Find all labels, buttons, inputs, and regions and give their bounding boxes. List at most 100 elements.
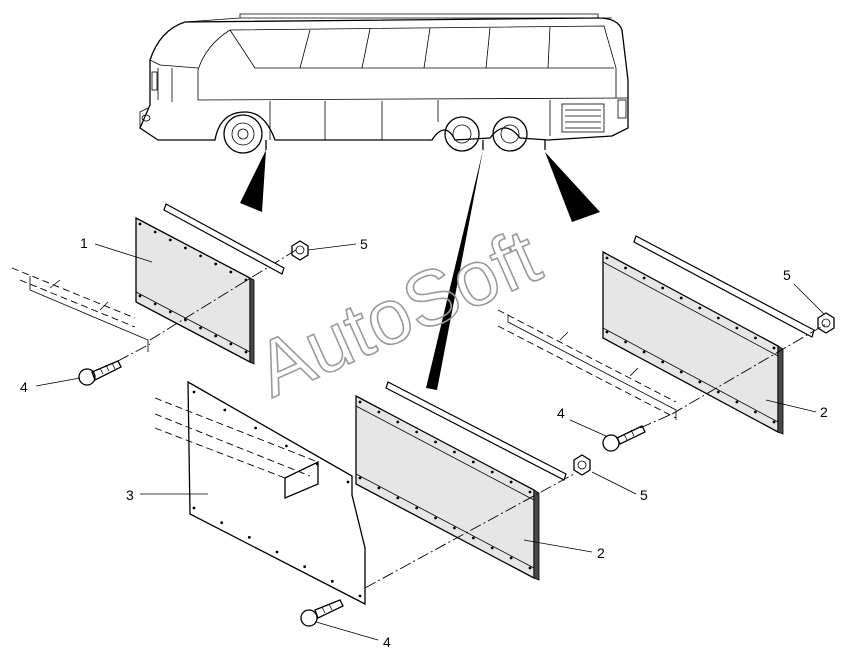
- bolt-hole: [285, 444, 288, 448]
- callout-4-left: 4: [20, 379, 28, 395]
- bolt-hole: [153, 302, 157, 306]
- bolt-hole: [624, 340, 627, 344]
- bolt-hole: [153, 230, 157, 234]
- clamp-strip-center: [385, 381, 567, 481]
- bolt-hole: [605, 330, 609, 334]
- bolt-hole: [735, 326, 739, 330]
- bolt-hole: [415, 506, 419, 510]
- nut-right: [817, 312, 835, 334]
- bolt-hole: [605, 256, 609, 260]
- bolt-hole: [528, 566, 532, 570]
- bolt-hole: [229, 270, 233, 274]
- bolt-hole: [229, 342, 233, 346]
- mudflap-assembly-center: [300, 381, 591, 627]
- bolt-hole: [624, 266, 627, 270]
- bolt-hole: [358, 400, 362, 404]
- bolt-hole: [716, 390, 720, 394]
- nut-left: [291, 240, 309, 261]
- bolt-hole: [330, 579, 334, 583]
- bolt-hole: [254, 426, 257, 430]
- clamp-strip-right: [633, 235, 815, 338]
- bolt-left: [78, 343, 151, 386]
- bolt-hole: [199, 326, 202, 330]
- mudflap-assembly-right: [497, 235, 835, 452]
- bolt-hole: [358, 476, 362, 480]
- bolt-hole: [315, 462, 319, 466]
- bolt-hole: [434, 516, 437, 520]
- bolt-hole: [434, 440, 437, 444]
- callout-leaders: [35, 243, 825, 641]
- bolt-hole: [138, 222, 142, 226]
- bolt-hole: [168, 238, 172, 242]
- bolt-hole: [214, 334, 218, 338]
- bolt-hole: [679, 370, 683, 374]
- bolt-hole: [698, 306, 702, 310]
- bolt-hole: [509, 556, 513, 560]
- bolt-hole: [192, 506, 196, 510]
- bus-illustration: [139, 13, 629, 154]
- bolt-hole: [168, 310, 172, 314]
- callout-2-right: 2: [820, 404, 828, 420]
- bolt-hole: [509, 480, 513, 484]
- bolt-hole: [698, 380, 702, 384]
- clamp-strip-left: [163, 203, 285, 275]
- callout-4-right: 4: [557, 405, 565, 421]
- bolt-hole: [377, 486, 381, 490]
- bolt-bottom: [300, 599, 344, 627]
- direction-arrows: [240, 150, 600, 390]
- bolt-hole: [303, 565, 307, 569]
- bolt-holes: [138, 222, 776, 598]
- bolt-hole: [490, 470, 494, 474]
- bolt-hole: [192, 390, 196, 394]
- bolt-hole: [528, 490, 532, 494]
- callout-labels: 1 5 4 3 5 2 4 5 2 4: [20, 235, 828, 650]
- bolt-hole: [772, 420, 776, 424]
- callout-5-right: 5: [783, 267, 791, 283]
- bolt-hole: [661, 286, 665, 290]
- bolt-hole: [490, 546, 494, 550]
- mudflap-assembly-front-left: [11, 203, 309, 386]
- callout-5-center: 5: [640, 487, 648, 503]
- bolt-hole: [244, 278, 248, 282]
- bolt-hole: [275, 550, 279, 554]
- bolt-hole: [471, 460, 475, 464]
- mudflap-panel-1: [135, 216, 251, 364]
- bolt-hole: [471, 536, 475, 540]
- bolt-hole: [679, 296, 683, 300]
- bolt-hole: [396, 420, 400, 424]
- side-panel-3: [154, 380, 366, 606]
- bolt-hole: [772, 346, 776, 350]
- bolt-hole: [214, 262, 218, 266]
- bolt-hole: [247, 535, 251, 539]
- arrow-rear-right: [545, 152, 600, 222]
- bolt-hole: [735, 400, 739, 404]
- bolt-hole: [377, 410, 381, 414]
- bolt-hole: [244, 350, 248, 354]
- bolt-hole: [199, 254, 202, 258]
- mudflap-panel-2-center: [355, 394, 535, 580]
- bolt-hole: [223, 408, 227, 412]
- bolt-hole: [415, 430, 419, 434]
- bolt-hole: [716, 316, 720, 320]
- bolt-hole: [358, 594, 362, 598]
- bolt-hole: [754, 410, 757, 414]
- callout-1: 1: [80, 235, 88, 251]
- bolt-hole: [184, 246, 187, 250]
- bolt-hole: [661, 360, 665, 364]
- callout-4-bottom: 4: [383, 634, 391, 650]
- callout-5-top-left: 5: [360, 236, 368, 252]
- bolt-hole: [138, 294, 142, 298]
- bolt-hole: [453, 526, 456, 530]
- callout-3: 3: [126, 487, 134, 503]
- bolt-hole: [184, 318, 187, 322]
- nut-center: [573, 454, 591, 476]
- arrow-rear-center: [426, 150, 483, 390]
- bolt-hole: [346, 480, 350, 484]
- arrow-front-left: [240, 150, 266, 212]
- bolt-hole: [642, 350, 646, 354]
- bolt-hole: [642, 276, 646, 280]
- bolt-right: [602, 413, 673, 452]
- bolt-hole: [220, 521, 224, 525]
